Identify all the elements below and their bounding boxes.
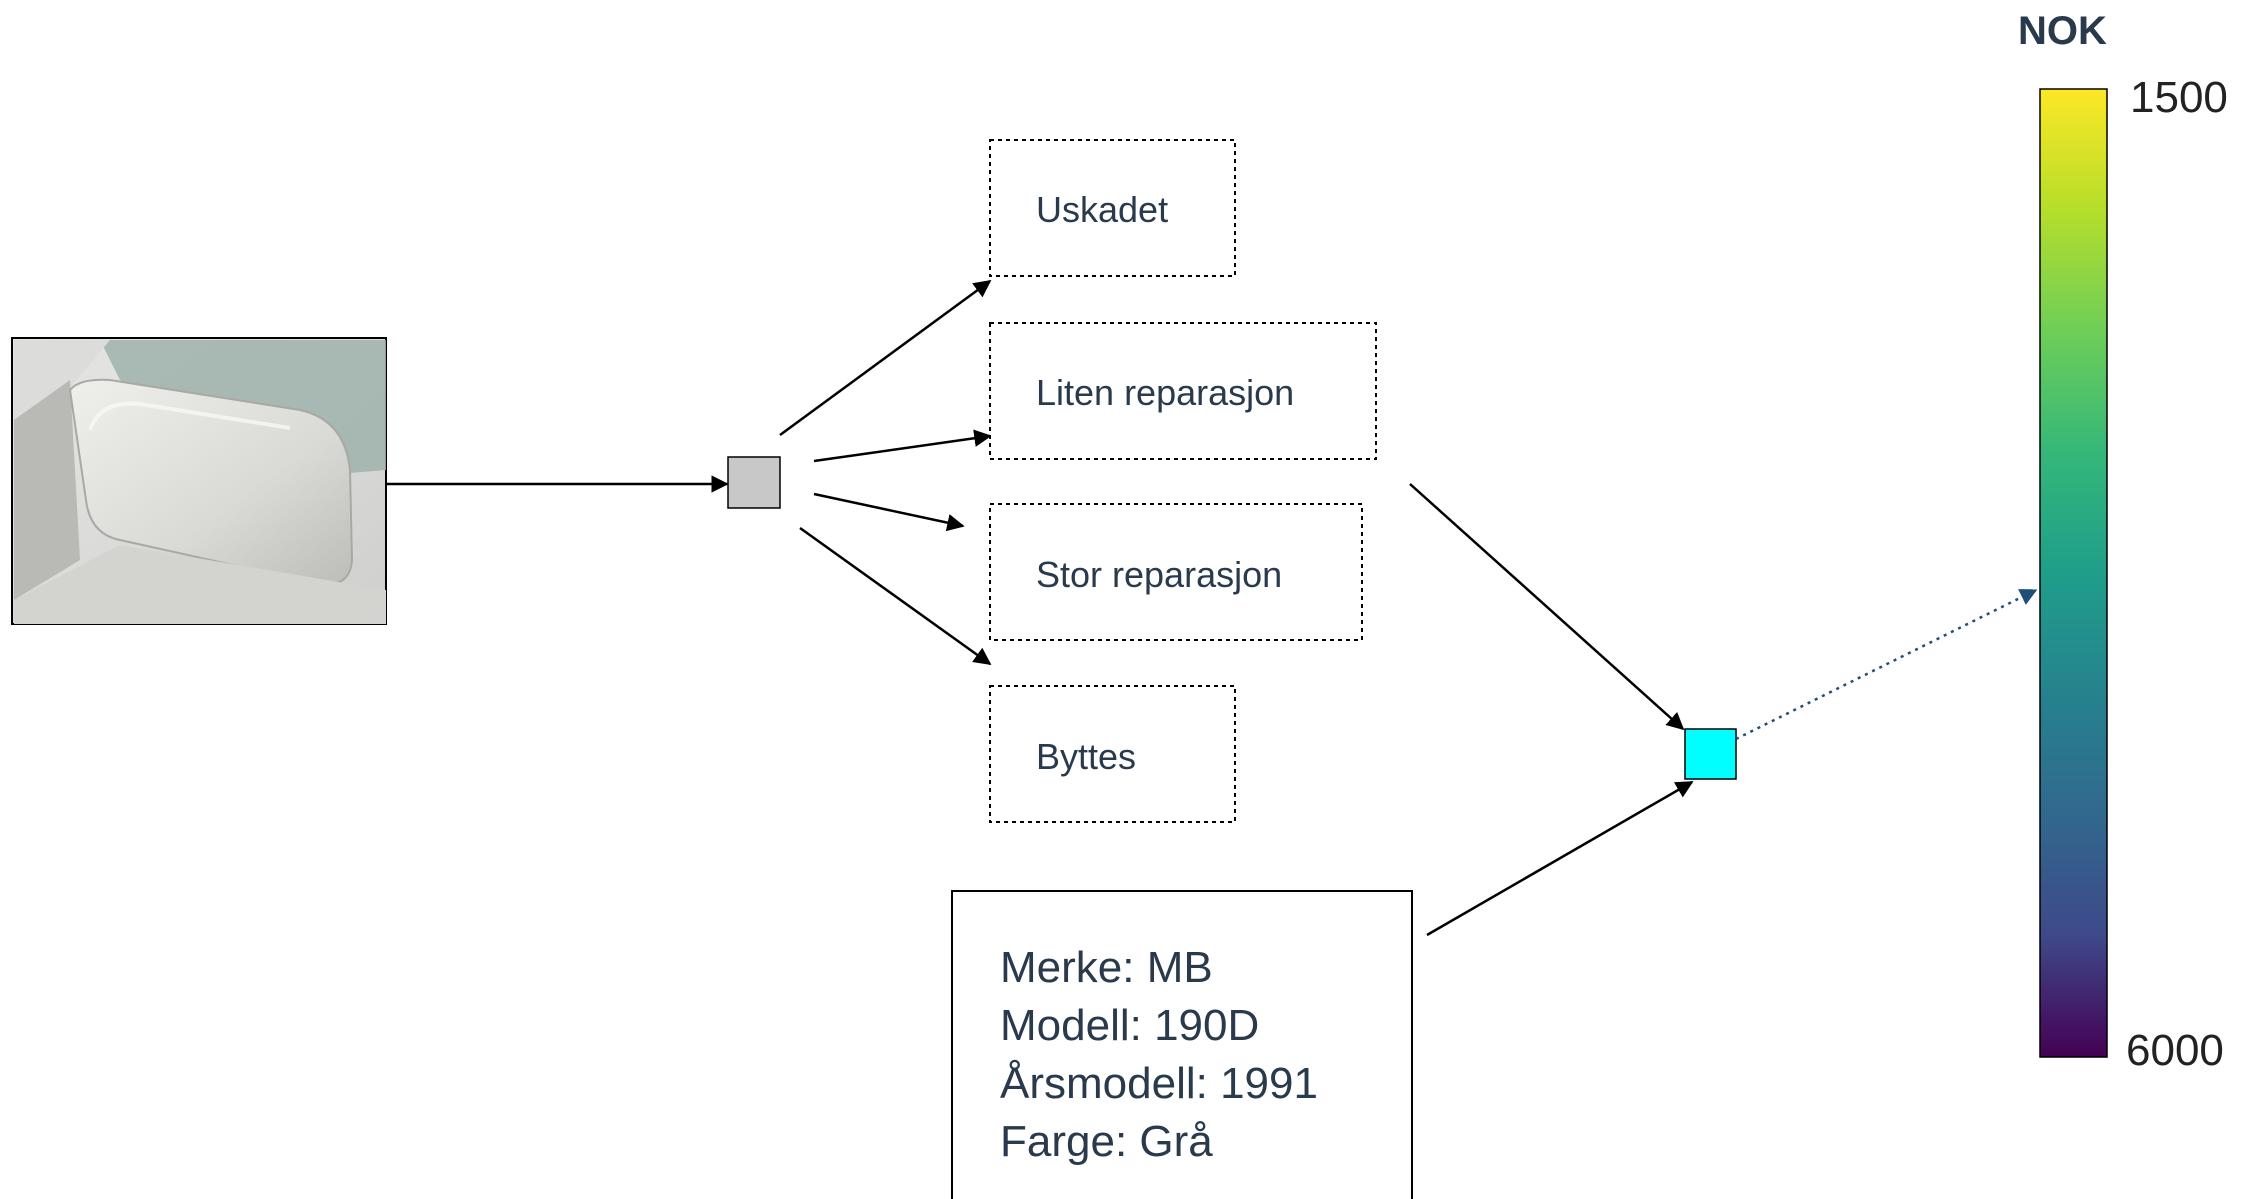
arrow-to-stor-reparasjon <box>813 492 965 532</box>
info-model: Modell: 190D <box>1000 1001 1259 1050</box>
info-year: Årsmodell: 1991 <box>1000 1059 1318 1108</box>
pointer-to-scale <box>1735 588 2038 741</box>
arrow-to-uskadet <box>779 279 992 437</box>
car-mirror-photo <box>11 337 387 625</box>
classifier-node <box>727 456 781 509</box>
category-label: Byttes <box>1036 736 1136 777</box>
arrow-categories-to-output <box>1409 483 1685 731</box>
category-label: Stor reparasjon <box>1036 554 1282 595</box>
arrow-to-liten-reparasjon <box>813 429 992 463</box>
category-box-liten-reparasjon: Liten reparasjon <box>989 322 1377 460</box>
info-make: Merke: MB <box>1000 943 1213 992</box>
vehicle-info-box: Merke: MB Modell: 190D Årsmodell: 1991 F… <box>951 890 1413 1199</box>
price-colorbar: NOK 1500 6000 <box>2018 9 2228 1075</box>
arrow-to-byttes <box>799 526 992 666</box>
category-label: Liten reparasjon <box>1036 372 1294 413</box>
category-box-byttes: Byttes <box>989 685 1236 823</box>
scale-bottom-label: 6000 <box>2126 1026 2224 1075</box>
category-box-stor-reparasjon: Stor reparasjon <box>989 503 1363 641</box>
category-label: Uskadet <box>1036 189 1168 230</box>
info-color: Farge: Grå <box>1000 1117 1213 1166</box>
arrow-info-to-output <box>1426 780 1694 937</box>
output-node <box>1684 728 1737 780</box>
category-box-uskadet: Uskadet <box>989 139 1236 277</box>
scale-top-label: 1500 <box>2130 73 2228 122</box>
scale-unit: NOK <box>2018 9 2107 53</box>
